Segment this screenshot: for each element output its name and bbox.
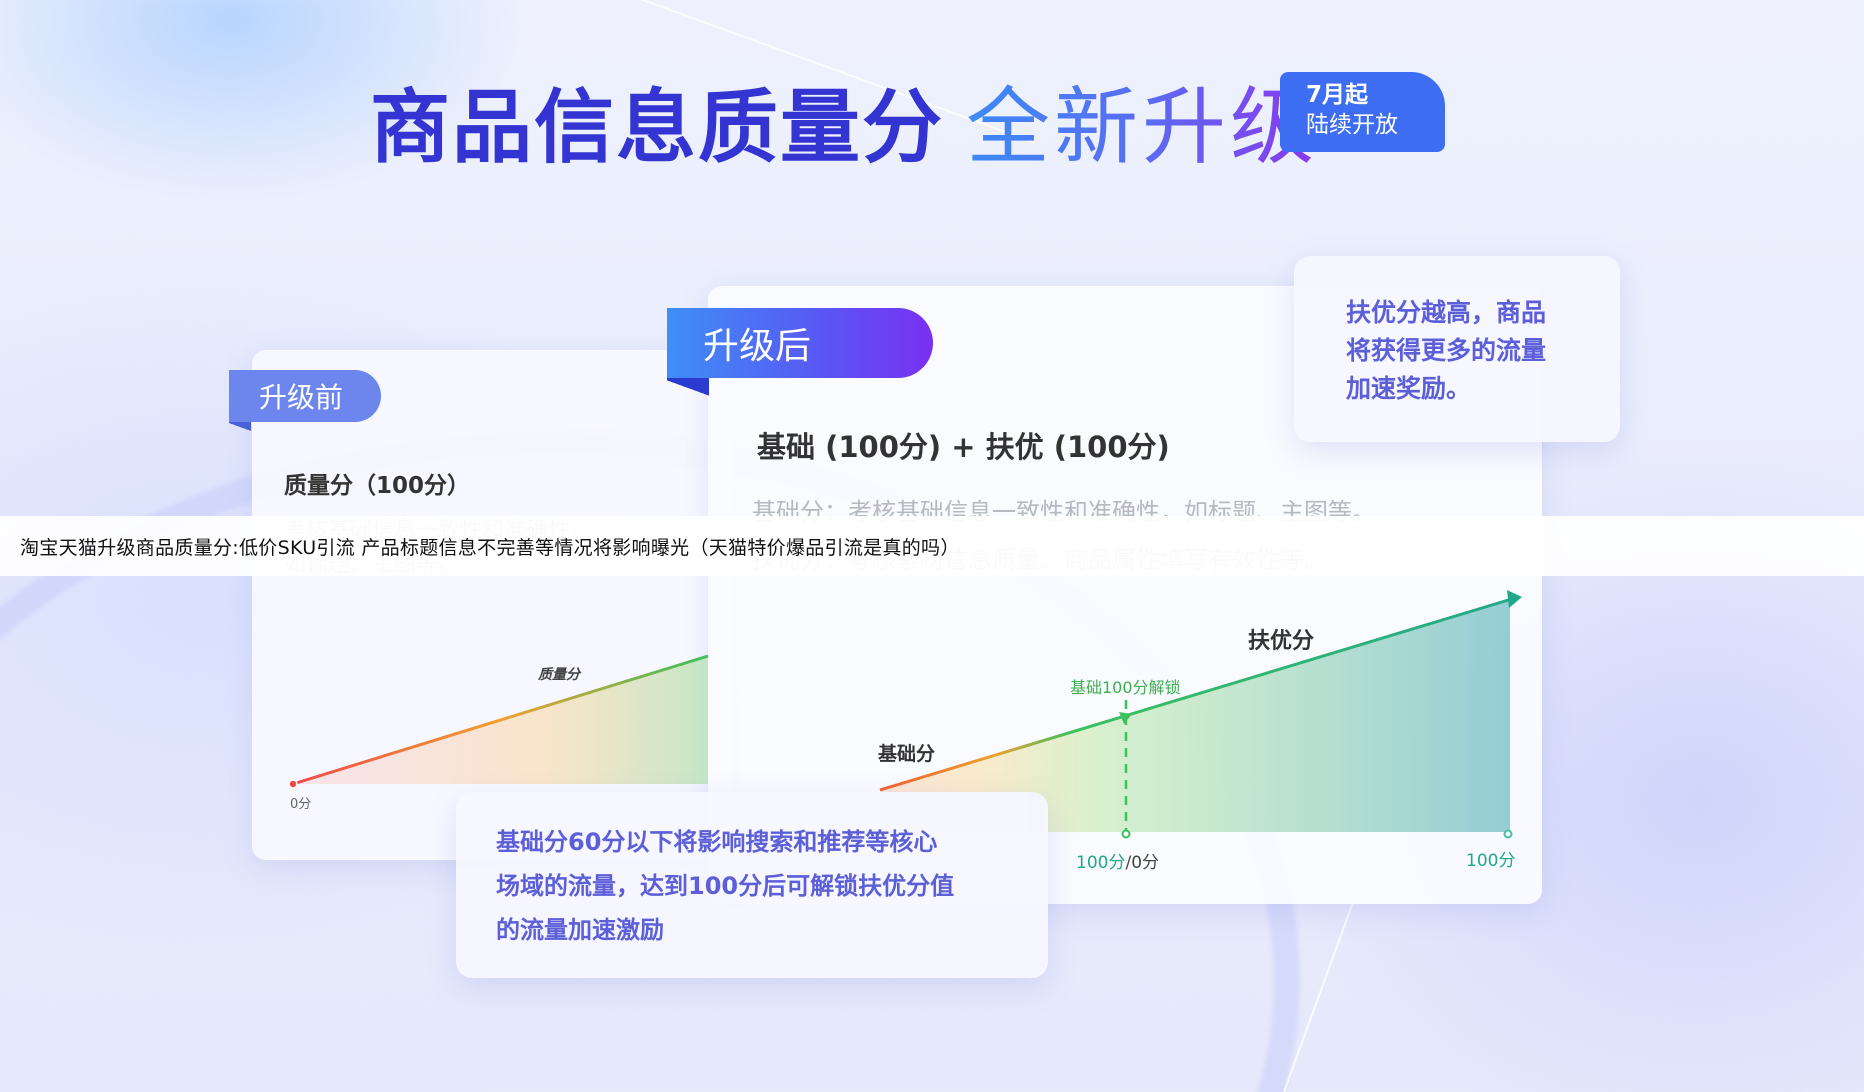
badge-line-1: 7月起 [1306, 82, 1369, 108]
base-score-note-card: 基础分60分以下将影响搜索和推荐等核心 场域的流量，达到100分后可解锁扶优分值… [456, 792, 1048, 978]
mid-tick-label: 100分/0分 [1076, 848, 1159, 873]
launch-date-badge: 7月起 陆续开放 [1280, 72, 1445, 152]
title-main: 商品信息质量分 [370, 80, 944, 174]
ribbon-label: 升级后 [703, 326, 812, 367]
tick-value: 0分 [1131, 853, 1160, 873]
end-tick-label: 100分 [1466, 851, 1516, 871]
note-line: 将获得更多的流量 [1346, 336, 1547, 365]
caption-bar: 淘宝天猫升级商品质量分:低价SKU引流 产品标题信息不完善等情况将影响曝光（天猫… [0, 516, 1864, 576]
base-score-label: 基础分 [878, 743, 936, 765]
after-upgrade-ribbon: 升级后 [667, 308, 933, 378]
after-area-fill [880, 600, 1510, 832]
caption-text: 淘宝天猫升级商品质量分:低价SKU引流 产品标题信息不完善等情况将影响曝光（天猫… [20, 536, 960, 559]
bonus-note-card: 扶优分越高，商品 将获得更多的流量 加速奖励。 [1294, 256, 1620, 442]
badge-line-2: 陆续开放 [1306, 112, 1398, 138]
before-card-heading: 质量分（100分） [284, 473, 471, 499]
tick-point-mid [1121, 829, 1131, 839]
note-line: 场域的流量，达到100分后可解锁扶优分值 [496, 872, 955, 900]
after-score-line [879, 596, 1516, 792]
origin-point [288, 779, 298, 789]
before-upgrade-ribbon: 升级前 [229, 370, 381, 422]
after-card-heading: 基础 (100分) + 扶优 (100分) [757, 430, 1170, 464]
before-origin-label: 0分 [290, 797, 312, 812]
unlock-label: 基础100分解锁 [1070, 678, 1181, 697]
ribbon-fold [667, 378, 709, 398]
bonus-score-label: 扶优分 [1248, 629, 1315, 654]
note-line: 扶优分越高，商品 [1346, 298, 1547, 327]
tick-value: 100分 [1076, 853, 1126, 873]
title-accent: 全新升级 [966, 60, 1318, 181]
page-title: 商品信息质量分 全新升级 [370, 60, 1318, 181]
arrow-head-icon [1507, 590, 1522, 608]
ribbon-fold [229, 422, 251, 432]
before-score-line [292, 654, 709, 786]
note-line: 基础分60分以下将影响搜索和推荐等核心 [496, 828, 938, 856]
before-series-label: 质量分 [538, 667, 580, 683]
note-line: 的流量加速激励 [496, 916, 664, 944]
note-line: 加速奖励。 [1346, 374, 1472, 403]
tick-point-end [1503, 829, 1513, 839]
ribbon-label: 升级前 [259, 381, 344, 414]
tick-separator: / [1125, 853, 1132, 873]
